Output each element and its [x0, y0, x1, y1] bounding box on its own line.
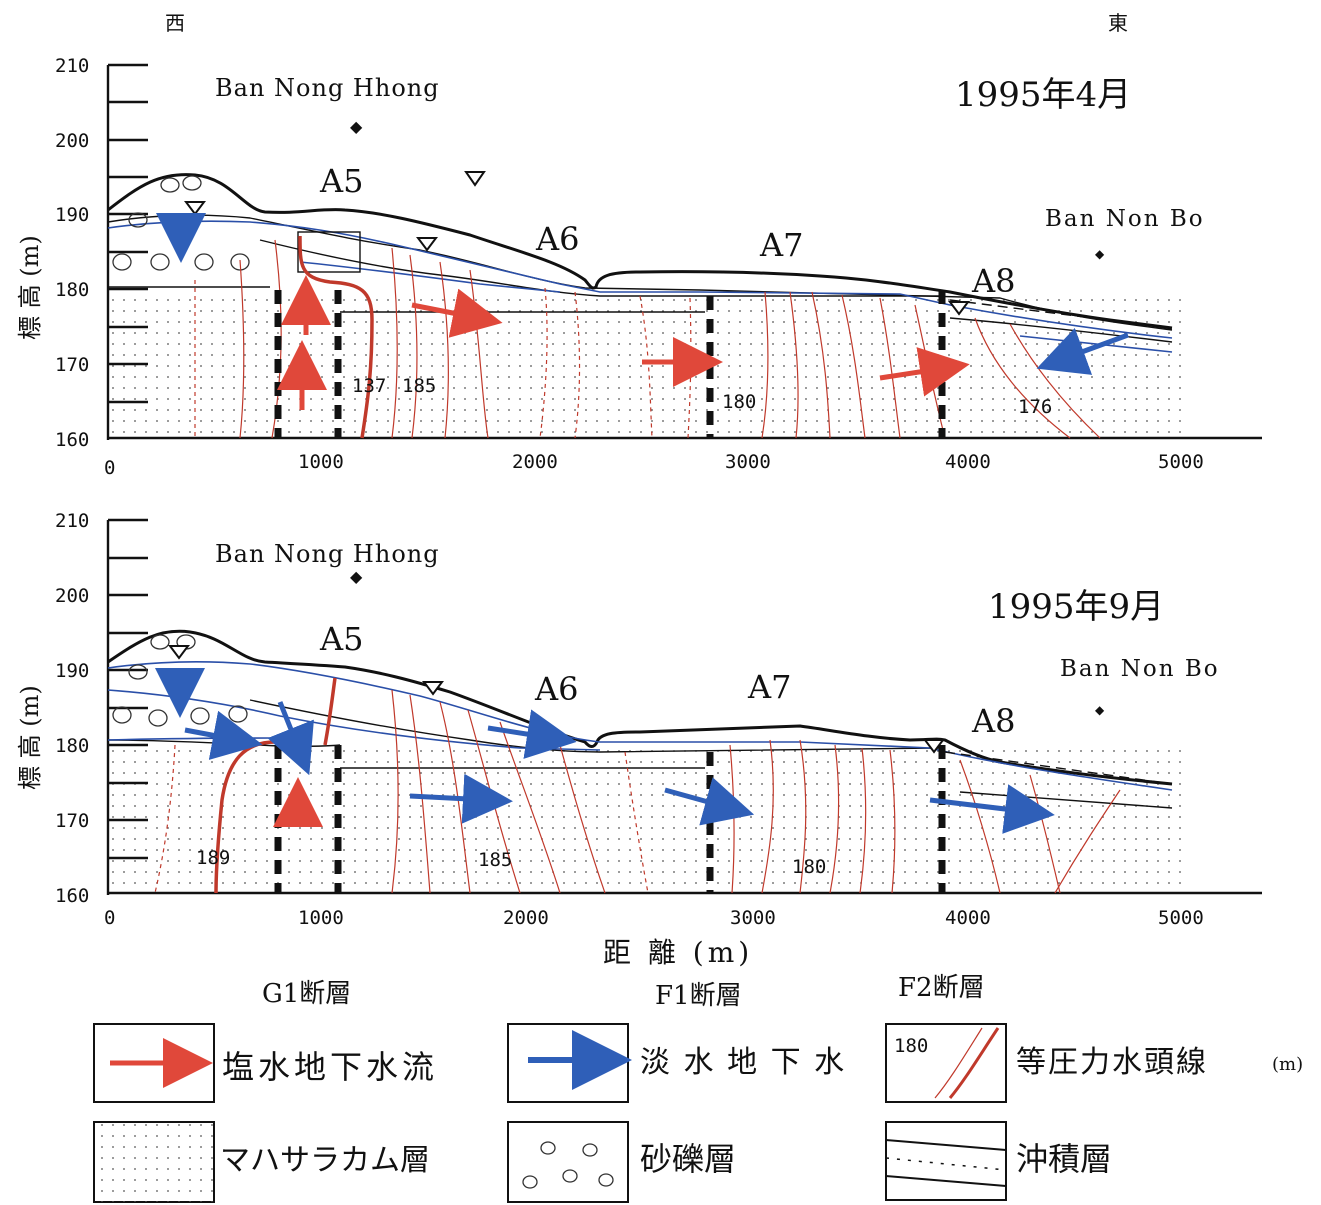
alluvium-line	[107, 214, 1173, 331]
well-label-a7: A7	[759, 226, 803, 264]
fault-name-f2: F2断層	[898, 973, 985, 1003]
village-right-label: Ban Non Bo	[1045, 206, 1205, 232]
village-marker: ◆	[350, 117, 363, 136]
legend-isobar-thin-icon	[934, 1027, 983, 1099]
well-label-a7: A7	[747, 668, 791, 706]
x-tick-label: 1000	[298, 451, 344, 473]
x-axis-label: 距 離 (m)	[603, 936, 753, 969]
legend-gravel-label: 砂礫層	[640, 1140, 736, 1178]
x-tick-label: 4000	[945, 907, 991, 929]
y-tick-label: 160	[55, 885, 89, 907]
west-label: 西	[165, 11, 185, 35]
y-tick-label: 170	[55, 810, 89, 832]
x-tick-label: 5000	[1158, 907, 1204, 929]
well-label-a5: A5	[319, 162, 363, 200]
fresh-flow-arrows	[156, 213, 1129, 375]
fresh-flow-arrows	[155, 668, 1055, 834]
panel-april: 210 200 190 180 170 160 0 1000 2000 3000…	[16, 55, 1262, 479]
x-tick-label: 3000	[730, 907, 776, 929]
fault-name-g1: G1断層	[262, 979, 351, 1009]
gravel-circles	[112, 175, 250, 271]
saline-flow-arrows	[277, 275, 970, 410]
well-label-a8: A8	[971, 262, 1015, 300]
legend-gravel-swatch	[507, 1121, 629, 1203]
y-ticks	[108, 63, 148, 404]
legend-fresh-label: 淡 水 地 下 水	[640, 1045, 846, 1080]
legend-alluvium-icon	[885, 1139, 1007, 1187]
zone-box	[297, 231, 361, 273]
legend-isobar-unit: (m)	[1272, 1054, 1303, 1075]
legend-alluvium-swatch	[885, 1121, 1007, 1201]
isobar-lines	[194, 235, 1101, 439]
well-label-a5: A5	[319, 620, 363, 658]
x-tick-label: 1000	[298, 907, 344, 929]
y-tick-label: 160	[55, 429, 89, 451]
x-tick-label: 5000	[1158, 451, 1204, 473]
contour-label: 189	[196, 847, 230, 869]
y-axis-label: 標 高 (m)	[16, 685, 44, 790]
y-tick-label: 180	[55, 735, 89, 757]
contour-label: 180	[722, 391, 756, 413]
y-axis-label: 標 高 (m)	[16, 235, 44, 340]
ground-surface	[107, 173, 1173, 330]
village-marker: ◆	[1095, 703, 1105, 717]
y-tick-label: 170	[55, 354, 89, 376]
well-label-a6: A6	[534, 670, 578, 708]
village-marker: ◆	[1095, 247, 1105, 261]
well-label-a6: A6	[535, 220, 579, 258]
water-table-line	[107, 220, 1173, 339]
village-marker: ◆	[350, 567, 363, 586]
contour-label: 185	[402, 375, 436, 397]
village-left-label: Ban Nong Hhong	[215, 74, 440, 102]
legend-isobar-thick-icon	[948, 1027, 1000, 1099]
y-tick-label: 180	[55, 279, 89, 301]
water-level-markers	[184, 171, 970, 316]
legend-isobar-sample: 180	[894, 1035, 928, 1057]
contour-label: 180	[792, 856, 826, 878]
legend-gravel-icon	[522, 1141, 614, 1189]
village-left-label: Ban Nong Hhong	[215, 540, 440, 568]
x-tick-label: 2000	[503, 907, 549, 929]
y-tick-label: 210	[55, 55, 89, 77]
panel-date: 1995年4月	[955, 75, 1131, 115]
fault-name-f1: F1断層	[655, 981, 742, 1011]
x-tick-label: 2000	[512, 451, 558, 473]
water-level-markers	[168, 645, 945, 754]
panel-date: 1995年9月	[988, 587, 1164, 627]
contour-label: 137	[352, 375, 386, 397]
y-tick-label: 200	[55, 130, 89, 152]
x-tick-label: 0	[104, 457, 115, 479]
x-tick-label: 4000	[945, 451, 991, 473]
x-tick-label: 3000	[725, 451, 771, 473]
panel-september: 210 200 190 180 170 160 0 1000 2000 3000…	[16, 510, 1262, 969]
y-tick-label: 200	[55, 585, 89, 607]
y-tick-label: 210	[55, 510, 89, 532]
legend-isobar-swatch	[885, 1023, 1007, 1103]
legend-alluvium-label: 沖積層	[1016, 1140, 1112, 1178]
legend-isobar-label: 等圧力水頭線	[1016, 1045, 1208, 1080]
legend: 塩水地下水流 淡 水 地 下 水 180 等圧力水頭線 (m) マハサラカム層 …	[93, 1023, 1303, 1203]
contour-label: 176	[1018, 396, 1052, 418]
contour-label: 185	[478, 849, 512, 871]
east-label: 東	[1108, 11, 1128, 35]
water-table-line	[107, 661, 1173, 791]
legend-saline-label: 塩水地下水流	[222, 1048, 438, 1086]
legend-mahasarakham-label: マハサラカム層	[220, 1143, 430, 1178]
well-label-a8: A8	[971, 702, 1015, 740]
y-ticks	[108, 518, 148, 860]
village-right-label: Ban Non Bo	[1060, 656, 1220, 682]
y-tick-label: 190	[55, 660, 89, 682]
x-tick-label: 0	[104, 907, 115, 929]
y-tick-label: 190	[55, 204, 89, 226]
